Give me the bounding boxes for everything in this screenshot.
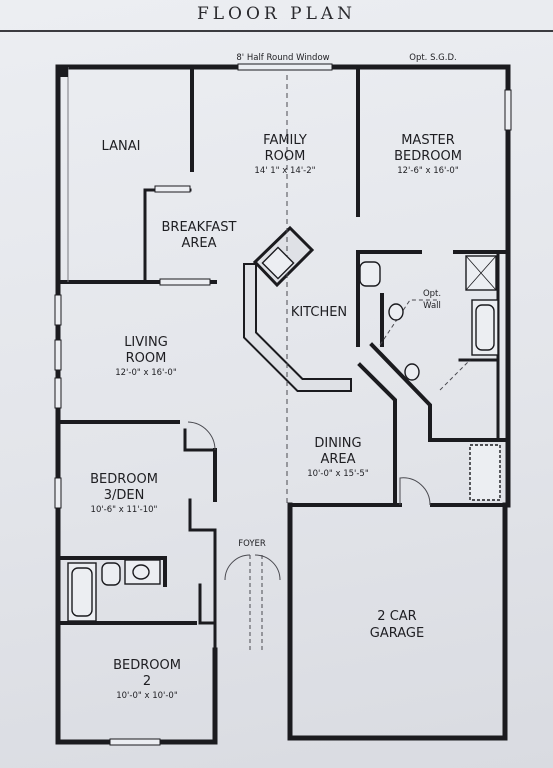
master-tub-inner xyxy=(475,304,495,351)
wall-bed2-closet xyxy=(198,583,217,652)
page-title: FLOOR PLAN xyxy=(196,4,357,24)
hall-toilet xyxy=(101,562,121,586)
title-rule xyxy=(0,30,553,32)
window-master xyxy=(504,89,512,131)
hall-tub-inner xyxy=(71,567,93,617)
corner-post xyxy=(56,65,68,77)
room-foyer: FOYER xyxy=(238,539,266,549)
room-breakfast-1: BREAKFAST xyxy=(162,220,237,235)
room-master-2: BEDROOM xyxy=(394,149,462,164)
master-sink-2 xyxy=(404,363,420,381)
laundry-box xyxy=(469,444,501,501)
room-garage-2: GARAGE xyxy=(370,626,424,641)
room-master-1: MASTER xyxy=(401,133,455,148)
room-living-dim: 12'-0" x 16'-0" xyxy=(115,368,177,378)
room-master-dim: 12'-6" x 16'-0" xyxy=(397,166,459,176)
room-dining-dim: 10'-0" x 15'-5" xyxy=(307,469,369,479)
window-living-1 xyxy=(54,294,62,326)
kitchen-counter xyxy=(243,263,352,392)
window-half-round xyxy=(237,63,333,71)
foyer-door-swing-right xyxy=(254,554,281,581)
wall-dining-angle-2 xyxy=(369,342,432,442)
window-bed2 xyxy=(109,738,161,746)
room-bed3-dim: 10'-6" x 11'-10" xyxy=(91,505,158,515)
shower-cross xyxy=(465,255,497,291)
wall-dining-angle xyxy=(357,362,397,507)
window-breakfast xyxy=(154,185,191,193)
room-bed2-1: BEDROOM xyxy=(113,658,181,673)
garage-door-swing xyxy=(399,477,431,506)
hall-sink xyxy=(132,564,150,580)
note-opt-sgd: Opt. S.G.D. xyxy=(409,53,456,63)
master-toilet xyxy=(359,261,381,287)
window-living-2 xyxy=(54,339,62,371)
room-family-2: ROOM xyxy=(265,149,306,164)
room-breakfast-2: AREA xyxy=(181,236,216,251)
room-family-1: FAMILY xyxy=(263,133,307,148)
note-half-round-window: 8' Half Round Window xyxy=(236,53,329,63)
window-bed3 xyxy=(54,477,62,509)
bed3-door-swing xyxy=(187,421,216,451)
room-bed2-dim: 10'-0" x 10'-0" xyxy=(116,691,178,701)
wall-bed3-right-b xyxy=(183,428,217,452)
master-sink-1 xyxy=(388,303,404,321)
kitchen-counter-inner xyxy=(245,265,350,390)
room-bed3-1: BEDROOM xyxy=(90,472,158,487)
room-living-1: LIVING xyxy=(124,335,168,350)
room-bed3-2: 3/DEN xyxy=(104,488,145,503)
room-dining-2: AREA xyxy=(320,452,355,467)
window-living-3 xyxy=(54,377,62,409)
room-family-dim: 14' 1" x 14'-2" xyxy=(254,166,315,176)
note-opt-wall-1: Opt. xyxy=(423,289,441,299)
room-kitchen: KITCHEN xyxy=(291,305,347,320)
room-dining-1: DINING xyxy=(314,436,361,451)
foyer-door-swing-left xyxy=(224,554,251,581)
room-garage-1: 2 CAR xyxy=(377,609,416,624)
room-living-2: ROOM xyxy=(126,351,167,366)
wall-bed3-closet xyxy=(188,498,217,532)
note-opt-wall-2: Wall xyxy=(423,301,441,311)
kitchen-sink xyxy=(261,246,295,280)
room-bed2-2: 2 xyxy=(143,674,151,689)
window-breakfast-2 xyxy=(159,278,211,286)
room-lanai: LANAI xyxy=(102,139,141,154)
closet-dashed xyxy=(439,359,471,391)
